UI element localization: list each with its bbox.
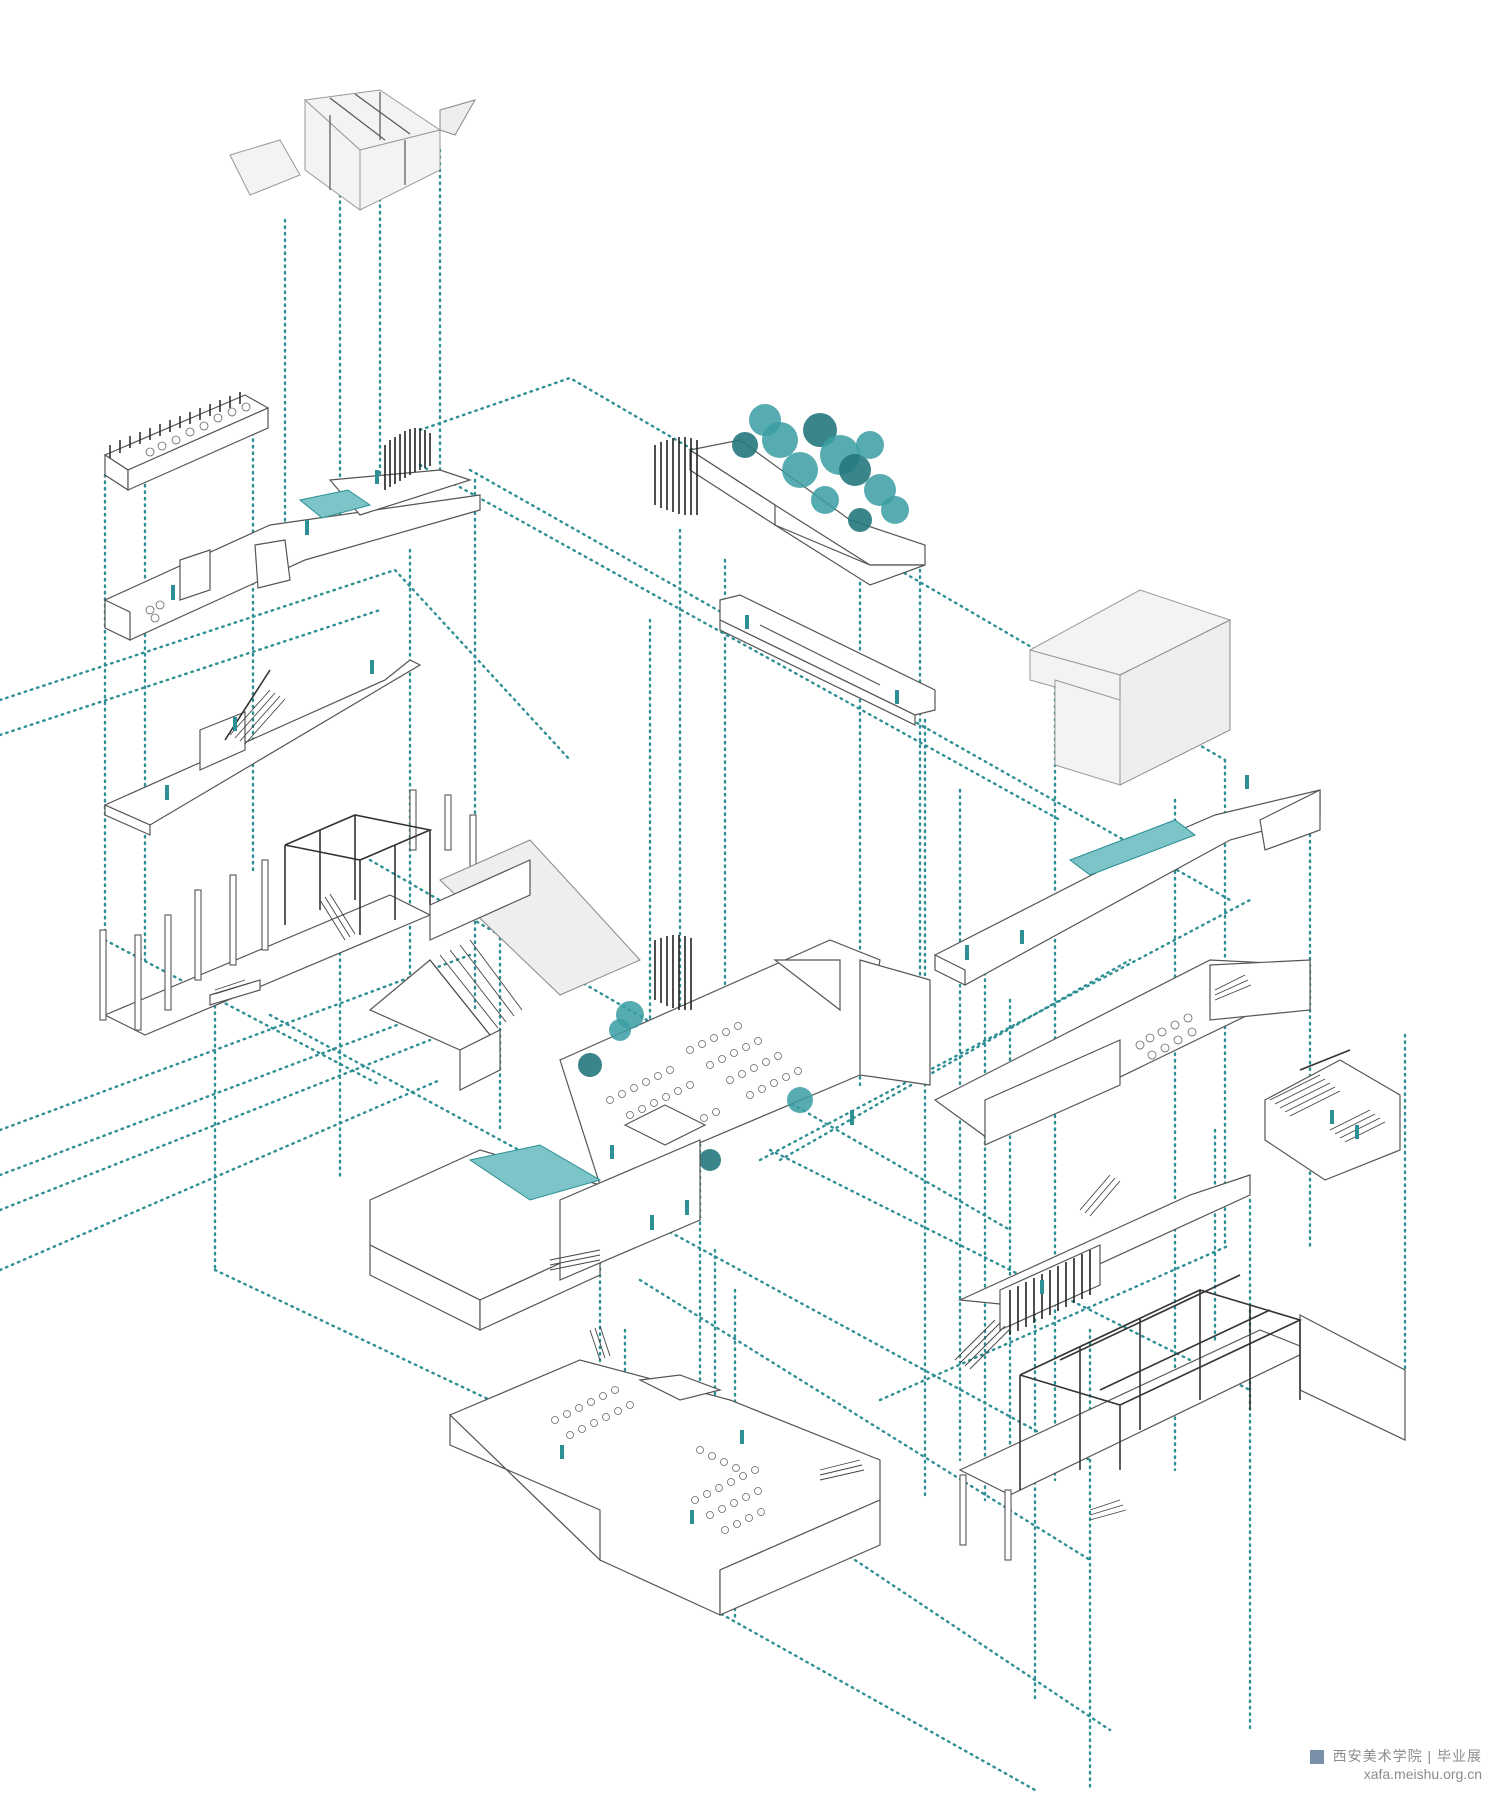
person-figure xyxy=(233,717,237,731)
leader-line xyxy=(768,1148,1252,1392)
right-upper-floor xyxy=(933,775,1321,986)
person-figure xyxy=(305,520,309,535)
rooftop-garden xyxy=(654,404,926,586)
watermark-url: xafa.meishu.org.cn xyxy=(1363,1766,1482,1782)
auditorium-seating xyxy=(551,1386,765,1534)
leader-line xyxy=(418,376,1227,762)
left-mezzanine-floor xyxy=(104,428,481,641)
leader-line xyxy=(0,1003,452,1177)
person-figure xyxy=(165,785,169,800)
center-ramp-strip xyxy=(719,594,936,726)
leader-line xyxy=(878,1243,1232,1402)
person-figure xyxy=(370,660,374,674)
rooftop-glass-pavilion xyxy=(229,89,477,211)
person-figure xyxy=(740,1430,744,1444)
central-main-building xyxy=(368,839,931,1331)
leader-line xyxy=(418,463,1062,822)
person-figure xyxy=(685,1200,689,1215)
person-figure xyxy=(1355,1125,1359,1139)
vertical-screen xyxy=(654,437,698,515)
right-roof-volume xyxy=(1028,589,1232,786)
lap-pool xyxy=(1068,819,1197,876)
person-figure xyxy=(1245,775,1249,789)
person-figure xyxy=(690,1510,694,1524)
leader-line xyxy=(213,1268,492,1402)
auditorium-seating xyxy=(606,1022,802,1134)
person-figure xyxy=(850,1110,854,1125)
timber-screen xyxy=(1009,1250,1091,1335)
leader-line xyxy=(758,898,1252,1162)
watermark-school-name: 西安美术学院 | 毕业展 xyxy=(1332,1748,1482,1764)
leader-line xyxy=(638,1278,1092,1562)
cafe-seating xyxy=(1135,1013,1197,1060)
seating-cluster xyxy=(145,402,251,457)
left-upper-floor-plate xyxy=(103,392,270,492)
leader-line xyxy=(0,1078,442,1272)
garden-trees xyxy=(732,404,909,532)
person-figure xyxy=(375,470,379,484)
leader-line xyxy=(268,1013,1092,1462)
leader-line xyxy=(0,608,382,737)
watermark: 西安美术学院 | 毕业展 xafa.meishu.org.cn xyxy=(1309,1746,1482,1782)
person-figure xyxy=(895,690,899,704)
basement-auditorium xyxy=(448,1325,881,1616)
right-lower-floor xyxy=(954,1174,1251,1370)
person-figure xyxy=(650,1215,654,1230)
person-figure xyxy=(1330,1110,1334,1124)
right-middle-floor xyxy=(933,959,1311,1146)
person-figure xyxy=(560,1445,564,1459)
person-figure xyxy=(965,945,969,960)
pool xyxy=(298,489,372,519)
school-seal-icon xyxy=(1309,1750,1324,1765)
person-figure xyxy=(610,1145,614,1159)
leader-line xyxy=(0,1038,432,1212)
person-figure xyxy=(1020,930,1024,944)
leader-line xyxy=(0,953,472,1132)
reflecting-pool xyxy=(468,1144,602,1201)
leader-line xyxy=(778,958,1132,1162)
vertical-screen xyxy=(384,428,431,490)
left-ground-columns xyxy=(99,789,477,1036)
vertical-screen xyxy=(654,935,692,1010)
person-figure xyxy=(745,615,749,629)
person-figure xyxy=(171,585,175,600)
right-ground-frame xyxy=(958,1274,1406,1561)
leader-line xyxy=(0,568,572,762)
person-figure xyxy=(1040,1280,1044,1294)
left-stair-floor xyxy=(103,659,422,836)
right-stair-tower xyxy=(1264,1049,1401,1181)
leader-line xyxy=(103,938,382,1087)
steel-frame xyxy=(284,814,433,941)
steel-frame xyxy=(1019,1274,1303,1490)
